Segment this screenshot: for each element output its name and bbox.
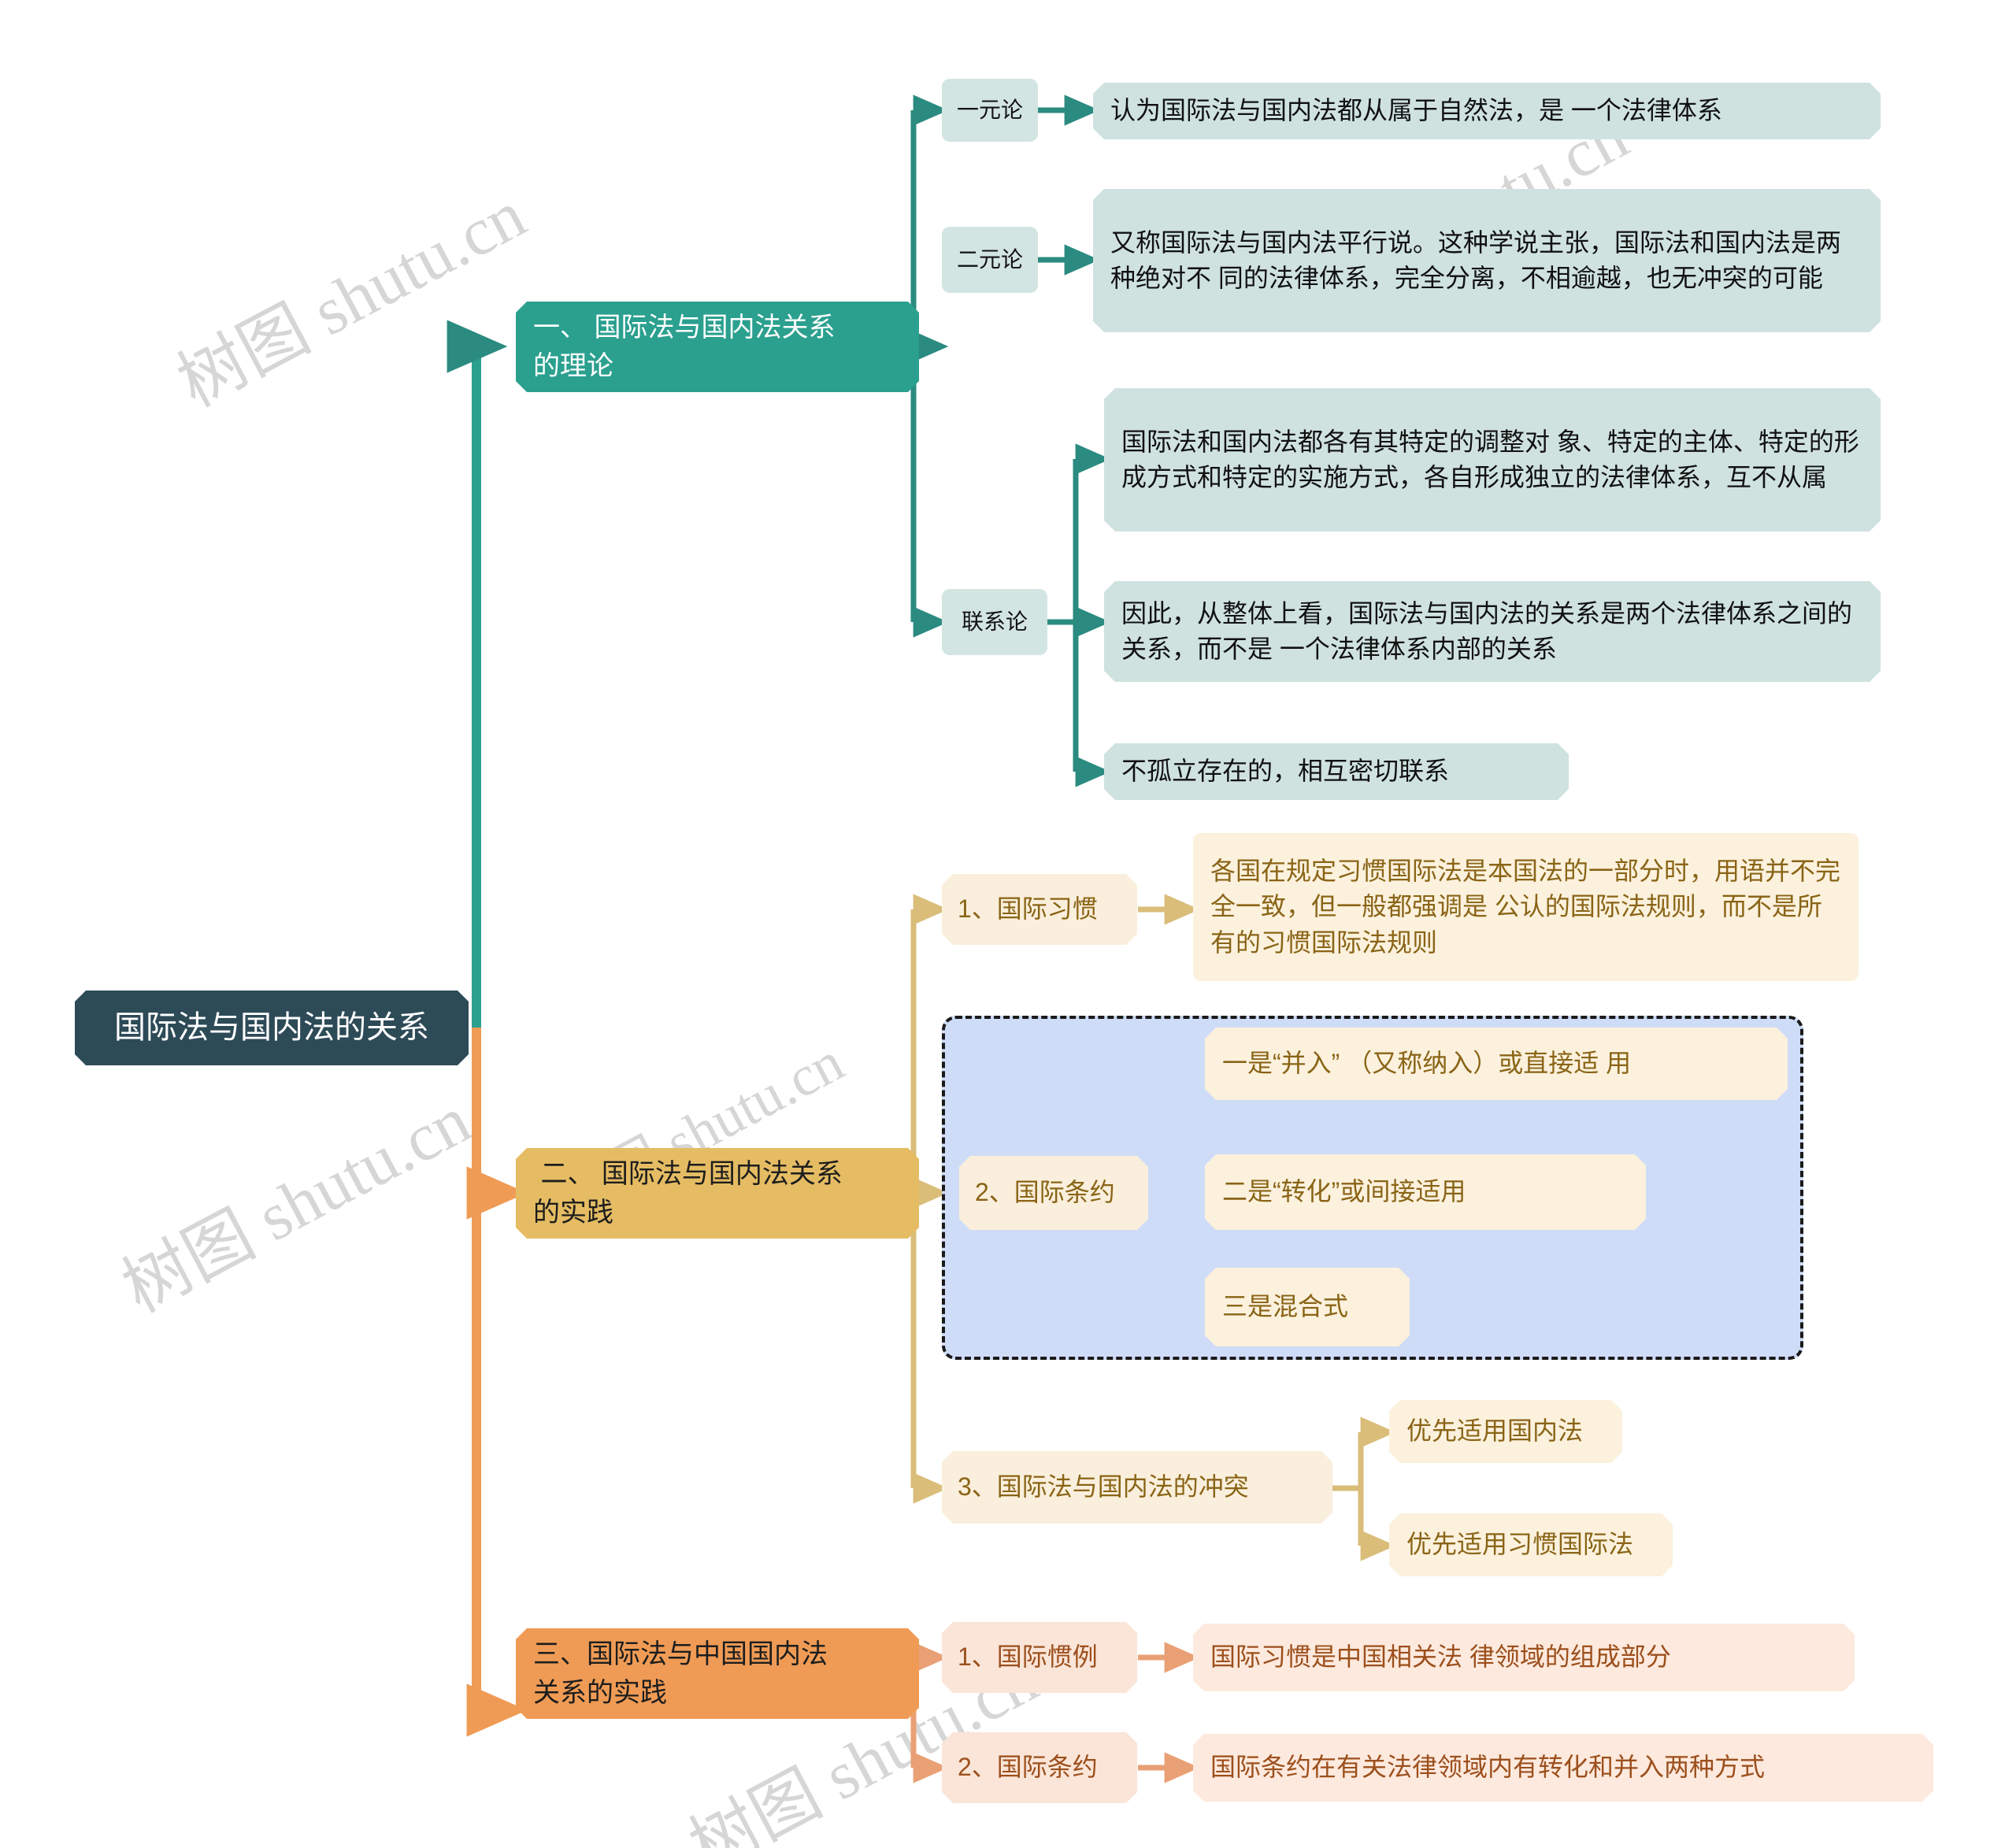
branch-label: 三、国际法与中国国内法 关系的实践 — [533, 1639, 828, 1708]
sub-node-label: 1、国际习惯 — [958, 894, 1098, 924]
branch-label: 一、 国际法与国内法关系 的理论 — [533, 313, 836, 381]
leaf-text: 国际习惯是中国相关法 律领域的组成部分 — [1210, 1642, 1671, 1672]
leaf-text: 各国在规定习惯国际法是本国法的一部分时，用语并不完全一致，但一般都强调是 公认的… — [1210, 856, 1841, 957]
leaf-text: 三是混合式 — [1222, 1292, 1349, 1321]
sub-node-label: 3、国际法与国内法的冲突 — [958, 1472, 1249, 1502]
sub-node-label: 2、国际条约 — [975, 1178, 1115, 1207]
sub-node-conflict[interactable]: 3、国际法与国内法的冲突 — [942, 1451, 1332, 1524]
sub-node-label: 二元论 — [956, 247, 1023, 272]
branch-node-practice[interactable]: 二、 国际法与国内法关系 的实践 — [516, 1148, 919, 1239]
leaf-node[interactable]: 又称国际法与国内法平行说。这种学说主张，国际法和国内法是两种绝对不 同的法律体系… — [1093, 189, 1881, 332]
sub-node-international-custom[interactable]: 1、国际习惯 — [942, 874, 1137, 945]
sub-node-dualism[interactable]: 二元论 — [942, 227, 1038, 293]
leaf-text: 认为国际法与国内法都从属于自然法，是 一个法律体系 — [1110, 96, 1722, 125]
leaf-text: 二是“转化”或间接适用 — [1222, 1177, 1466, 1206]
root-node[interactable]: 国际法与国内法的关系 — [75, 991, 469, 1065]
leaf-text: 国际法和国内法都各有其特定的调整对 象、特定的主体、特定的形成方式和特定的实施方… — [1121, 427, 1859, 491]
leaf-node[interactable]: 优先适用习惯国际法 — [1389, 1513, 1673, 1576]
leaf-node[interactable]: 国际条约在有关法律领域内有转化和并入两种方式 — [1193, 1734, 1933, 1802]
leaf-text: 优先适用国内法 — [1406, 1417, 1584, 1446]
leaf-node[interactable]: 一是“并入” （又称纳入）或直接适 用 — [1205, 1028, 1788, 1100]
root-label: 国际法与国内法的关系 — [114, 1010, 429, 1046]
sub-node-international-treaty[interactable]: 2、国际条约 — [959, 1156, 1148, 1230]
leaf-node[interactable]: 三是混合式 — [1205, 1268, 1410, 1346]
leaf-node[interactable]: 优先适用国内法 — [1389, 1400, 1622, 1463]
sub-node-label: 一元论 — [956, 98, 1023, 123]
leaf-text: 一是“并入” （又称纳入）或直接适 用 — [1222, 1049, 1632, 1078]
leaf-node[interactable]: 不孤立存在的，相互密切联系 — [1104, 743, 1569, 800]
branch-node-china[interactable]: 三、国际法与中国国内法 关系的实践 — [516, 1628, 919, 1719]
leaf-text: 不孤立存在的，相互密切联系 — [1121, 757, 1450, 786]
sub-node-label: 1、国际惯例 — [958, 1642, 1098, 1672]
leaf-text: 国际条约在有关法律领域内有转化和并入两种方式 — [1210, 1753, 1766, 1782]
leaf-text: 优先适用习惯国际法 — [1406, 1530, 1634, 1559]
sub-node-connection-theory[interactable]: 联系论 — [942, 589, 1047, 655]
sub-node-label: 联系论 — [961, 609, 1028, 635]
leaf-node[interactable]: 认为国际法与国内法都从属于自然法，是 一个法律体系 — [1093, 83, 1881, 139]
branch-label: 二、 国际法与国内法关系 的实践 — [533, 1159, 843, 1228]
leaf-node[interactable]: 国际习惯是中国相关法 律领域的组成部分 — [1193, 1624, 1855, 1691]
branch-node-theory[interactable]: 一、 国际法与国内法关系 的理论 — [516, 302, 919, 392]
leaf-node[interactable]: 二是“转化”或间接适用 — [1205, 1154, 1646, 1230]
sub-node-china-treaty[interactable]: 2、国际条约 — [942, 1732, 1137, 1803]
leaf-node[interactable]: 各国在规定习惯国际法是本国法的一部分时，用语并不完全一致，但一般都强调是 公认的… — [1193, 833, 1858, 981]
sub-node-international-practice[interactable]: 1、国际惯例 — [942, 1622, 1137, 1693]
sub-node-monism[interactable]: 一元论 — [942, 79, 1038, 142]
leaf-text: 因此，从整体上看，国际法与国内法的关系是两个法律体系之间的关系，而不是 一个法律… — [1121, 598, 1853, 663]
sub-node-label: 2、国际条约 — [958, 1753, 1098, 1782]
leaf-node[interactable]: 因此，从整体上看，国际法与国内法的关系是两个法律体系之间的关系，而不是 一个法律… — [1104, 581, 1881, 682]
leaf-node[interactable]: 国际法和国内法都各有其特定的调整对 象、特定的主体、特定的形成方式和特定的实施方… — [1104, 388, 1881, 531]
leaf-text: 又称国际法与国内法平行说。这种学说主张，国际法和国内法是两种绝对不 同的法律体系… — [1110, 228, 1842, 292]
